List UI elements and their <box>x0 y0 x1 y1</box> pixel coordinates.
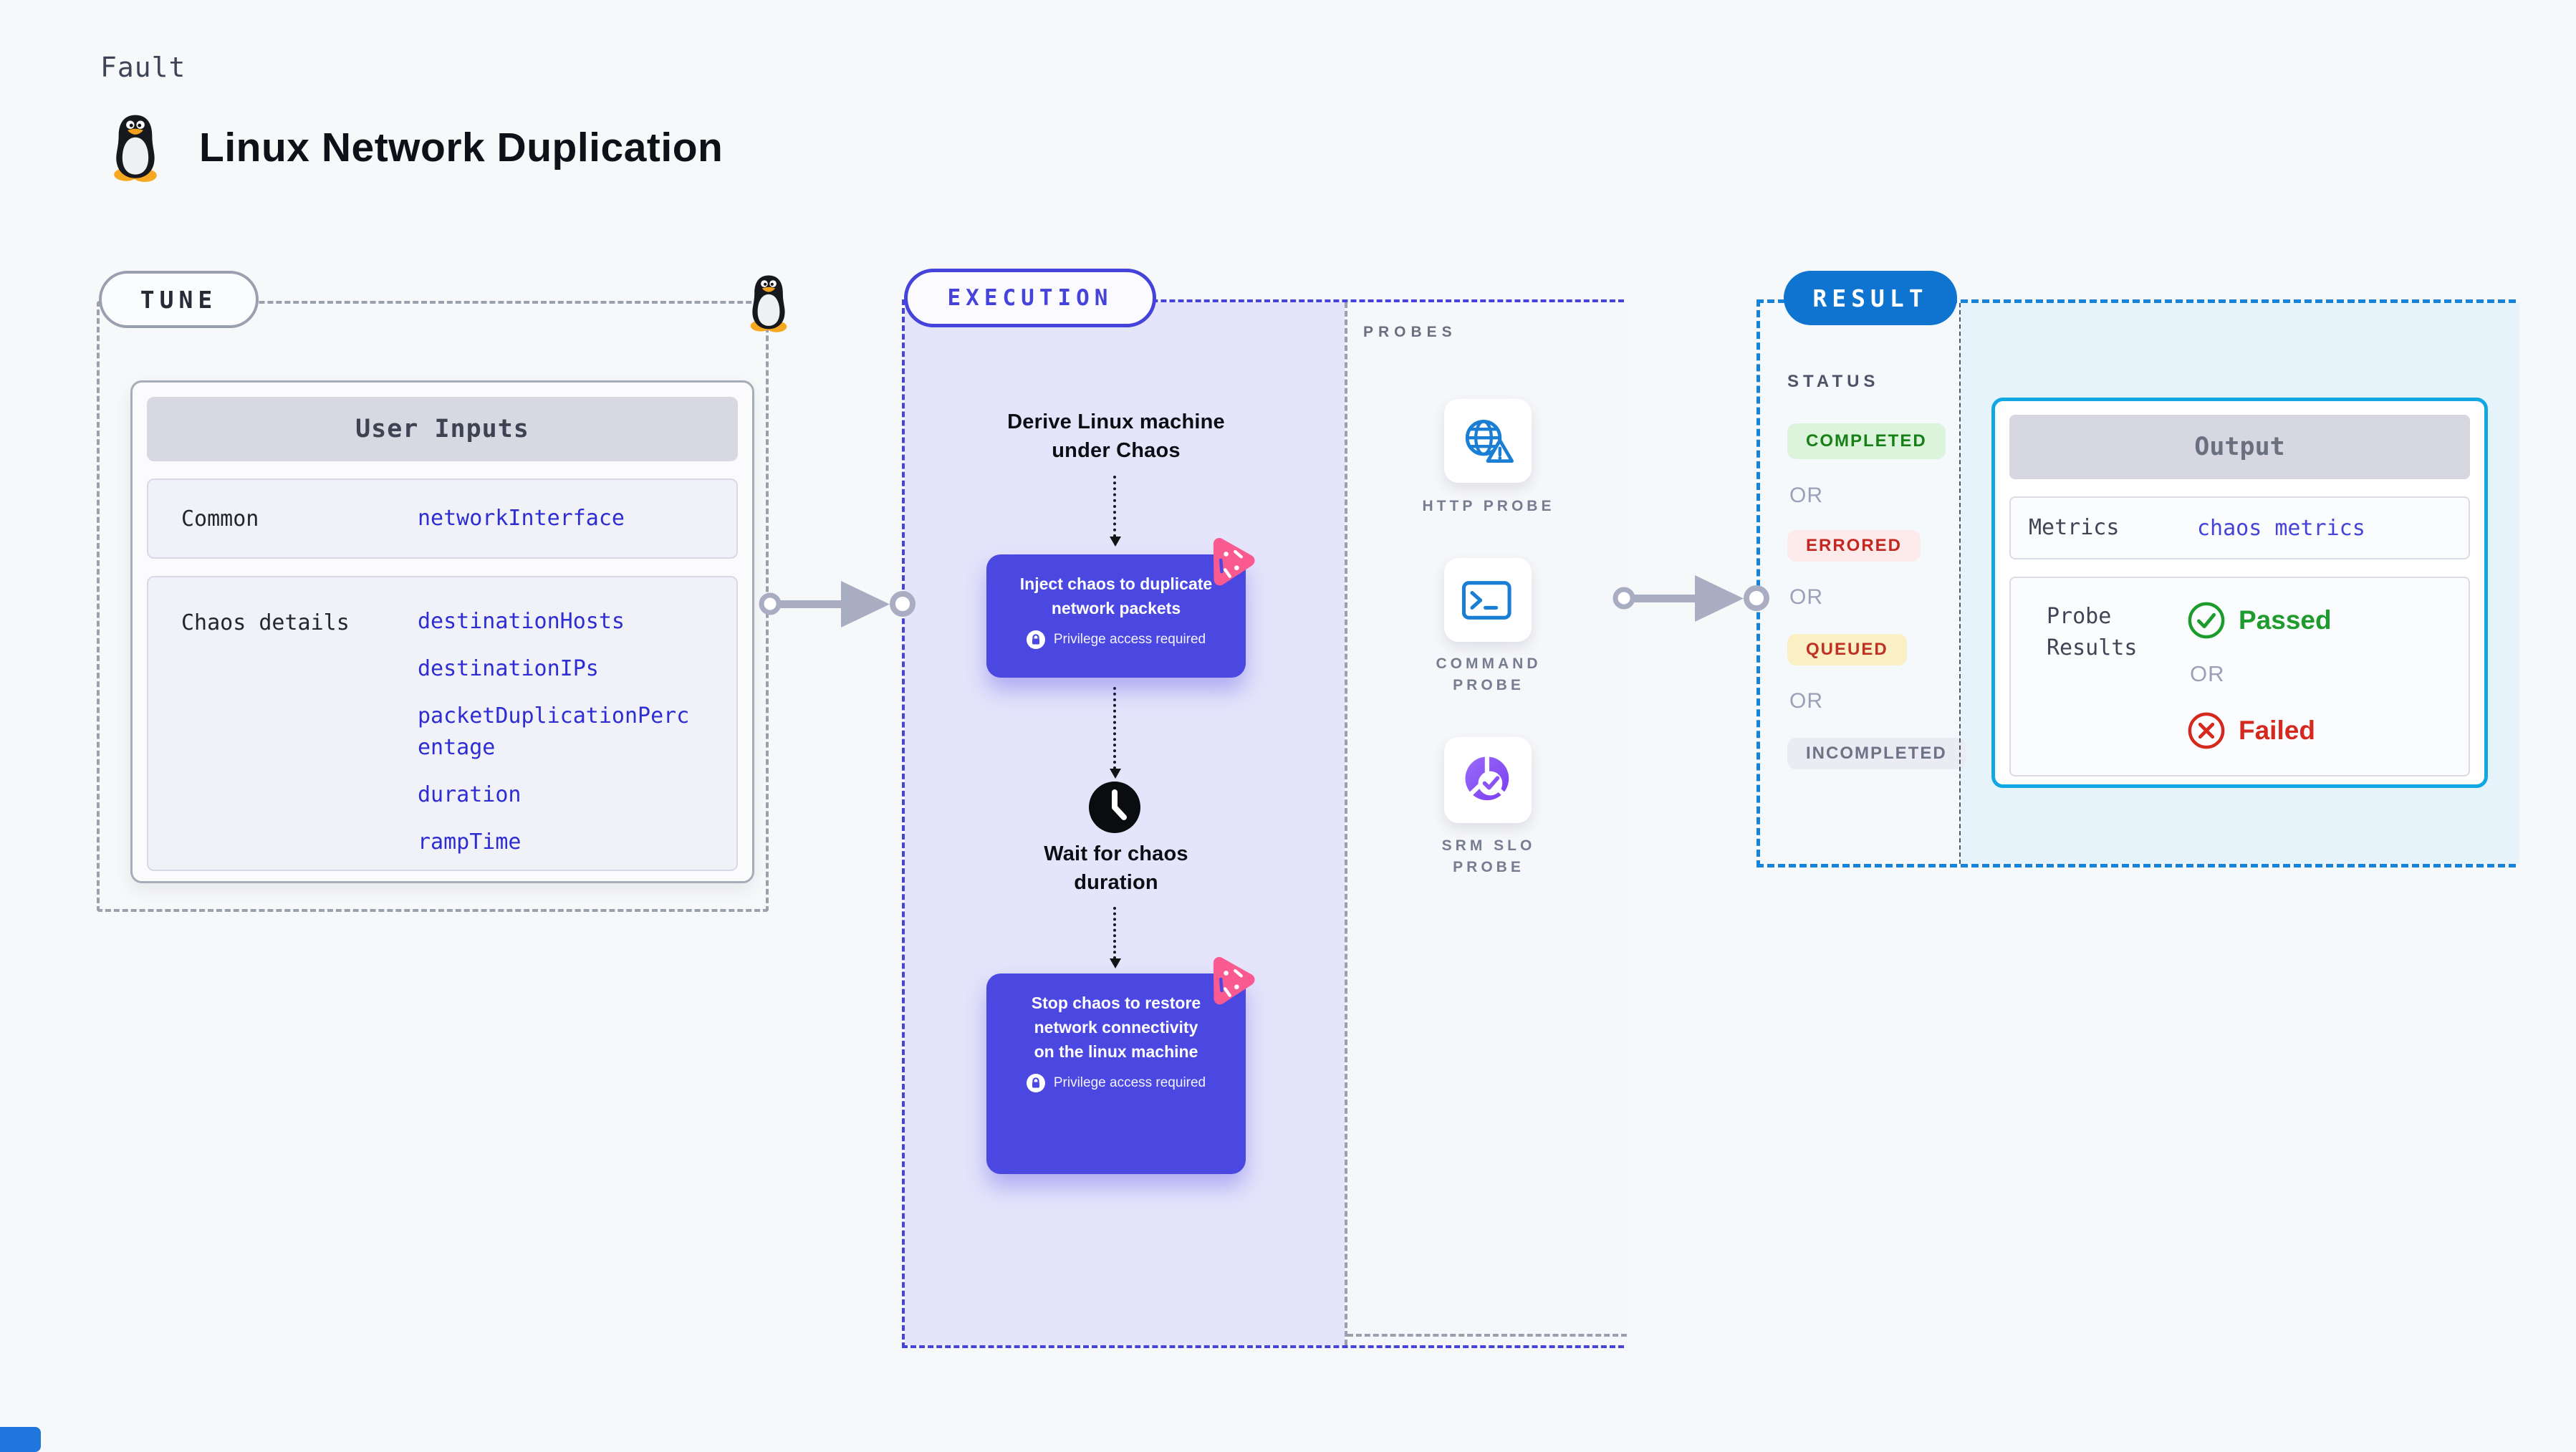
privilege-note: Privilege access required <box>1053 632 1206 647</box>
privilege-row: Privilege access required <box>986 630 1246 649</box>
command-probe-card <box>1444 558 1532 642</box>
metrics-label: Metrics <box>2029 515 2120 540</box>
title-row: Linux Network Duplication <box>107 113 723 182</box>
command-probe-label: COMMAND PROBE <box>1436 655 1542 693</box>
status-badge-incompleted: INCOMPLETED <box>1787 738 1966 769</box>
status-badge-completed: COMPLETED <box>1787 423 1946 459</box>
input-row-label: Common <box>181 506 259 532</box>
terminal-icon <box>1461 580 1512 620</box>
tune-badge: TUNE <box>99 271 259 328</box>
or-separator: OR <box>1789 484 1823 507</box>
user-inputs-title: User Inputs <box>147 397 738 461</box>
result-badge: RESULT <box>1784 271 1957 325</box>
result-section: STATUS COMPLETED OR ERRORED OR QUEUED OR… <box>1756 299 2519 867</box>
probe-results-label: Probe Results <box>2047 604 2138 660</box>
chaos-hub-pink-icon <box>1200 536 1257 590</box>
input-row-label: Chaos details <box>181 610 350 635</box>
page-title: Linux Network Duplication <box>199 125 724 170</box>
footer-chip <box>0 1427 41 1452</box>
http-probe-label: HTTP PROBE <box>1422 498 1555 514</box>
linux-tux-small-icon <box>745 274 792 332</box>
step-stop-chaos-node: Stop chaos to restore network connectivi… <box>986 973 1246 1174</box>
http-probe-card <box>1444 399 1532 483</box>
privilege-note: Privilege access required <box>1053 1075 1206 1090</box>
execution-badge: EXECUTION <box>904 269 1156 327</box>
param-link-destinationHosts[interactable]: destinationHosts <box>418 609 625 634</box>
fault-kicker: Fault <box>100 52 186 83</box>
status-output-divider <box>1959 303 1961 864</box>
check-circle-icon <box>2188 602 2225 639</box>
probes-panel: PROBES HTTP PROBE COMMAND PROBE <box>1345 302 1627 1345</box>
clock-icon <box>1088 781 1141 834</box>
srm-slo-probe-card <box>1444 737 1532 823</box>
probes-title: PROBES <box>1363 324 1457 340</box>
verdict-failed: Failed <box>2187 711 2315 750</box>
x-circle-icon <box>2188 712 2225 749</box>
step-derive-machine: Derive Linux machine under Chaos <box>1007 410 1225 462</box>
connector-arrow <box>1110 907 1121 968</box>
output-row-metrics: Metrics chaos metrics <box>2009 496 2470 559</box>
slo-pie-check-icon <box>1465 756 1509 801</box>
param-link-rampTime[interactable]: rampTime <box>418 830 522 855</box>
step-inject-label: Inject chaos to duplicate network packet… <box>1019 574 1213 617</box>
status-badge-errored: ERRORED <box>1787 530 1921 562</box>
passed-label: Passed <box>2239 605 2332 635</box>
probes-panel-bottom-border <box>1347 1334 1627 1337</box>
or-separator: OR <box>2190 661 2225 686</box>
srm-slo-probe-label: SRM SLO PROBE <box>1441 837 1536 875</box>
step-wait-duration: Wait for chaos duration <box>1044 842 1188 894</box>
input-row-common: Common networkInterface <box>147 479 738 559</box>
step-stop-label: Stop chaos to restore network connectivi… <box>1031 994 1201 1061</box>
connector-arrow <box>1110 476 1121 547</box>
output-title: Output <box>2009 415 2470 479</box>
failed-label: Failed <box>2239 716 2315 745</box>
param-link-packetDuplicationPercentage[interactable]: packetDuplicationPercentage <box>418 703 690 760</box>
linux-tux-icon <box>107 113 163 182</box>
flow-arrow-execution-to-result <box>1612 566 1769 630</box>
privilege-row: Privilege access required <box>986 1074 1246 1092</box>
lock-icon <box>1026 630 1045 649</box>
output-row-probe-results: Probe Results Passed OR Failed <box>2009 577 2470 777</box>
flow-arrow-tune-to-execution <box>758 572 915 636</box>
chaos-hub-pink-icon <box>1200 955 1257 1009</box>
connector-arrow <box>1110 687 1121 779</box>
chaos-metrics-link[interactable]: chaos metrics <box>2197 515 2365 541</box>
lock-icon <box>1026 1074 1045 1092</box>
verdict-passed: Passed <box>2187 601 2332 640</box>
status-badge-queued: QUEUED <box>1787 634 1907 665</box>
status-heading: STATUS <box>1787 372 1880 391</box>
user-inputs-card: User Inputs Common networkInterface Chao… <box>130 380 754 883</box>
param-link-destinationIPs[interactable]: destinationIPs <box>418 656 599 681</box>
step-inject-chaos-node: Inject chaos to duplicate network packet… <box>986 554 1246 678</box>
or-separator: OR <box>1789 689 1823 713</box>
globe-alert-icon <box>1465 419 1514 463</box>
input-row-chaos-details: Chaos details destinationHosts destinati… <box>147 576 738 871</box>
param-link-duration[interactable]: duration <box>418 782 522 807</box>
execution-section: Derive Linux machine under Chaos Inject … <box>902 299 1627 1348</box>
output-card: Output Metrics chaos metrics Probe Resul… <box>1991 398 2488 788</box>
param-link-networkInterface[interactable]: networkInterface <box>418 506 625 531</box>
result-status-column <box>1760 303 1959 864</box>
or-separator: OR <box>1789 585 1823 609</box>
